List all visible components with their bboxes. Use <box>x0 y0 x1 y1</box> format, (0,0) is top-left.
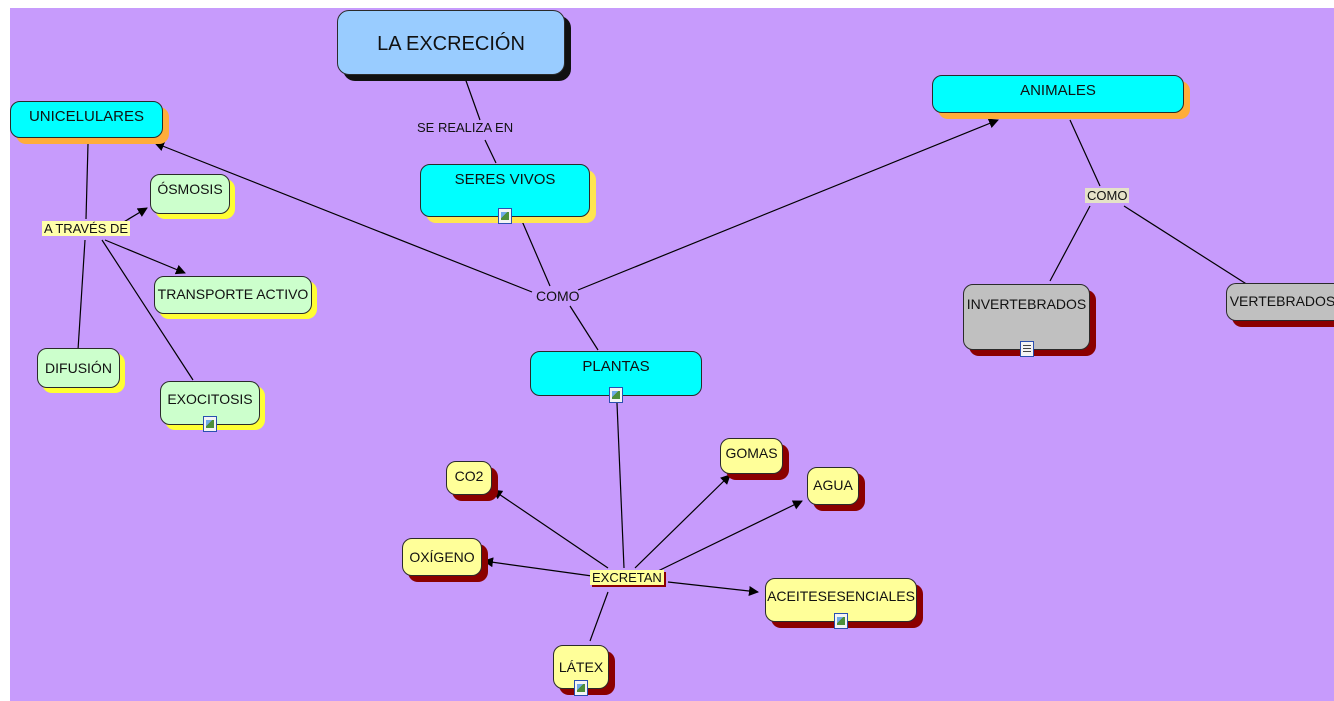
node-gomas[interactable]: GOMAS <box>720 438 783 474</box>
line-excretan-to-co2 <box>492 489 609 569</box>
line-plantas-to-excretan <box>615 379 625 569</box>
image-icon[interactable] <box>574 680 588 696</box>
document-icon[interactable] <box>1019 341 1034 357</box>
node-seres-vivos-label: SERES VIVOS <box>454 171 556 188</box>
line-excretan-to-oxigeno <box>483 557 593 577</box>
link-label-a-traves-de: A TRAVÉS DE <box>42 221 131 236</box>
node-vertebrados-label: VERTEBRADOS <box>1229 293 1334 309</box>
line-title-to-se-realiza <box>464 77 481 121</box>
node-transporte-activo[interactable]: TRANSPORTE ACTIVO <box>154 276 312 314</box>
line-unicelulares-to-a-traves <box>85 143 89 220</box>
line-como-to-unicelulares <box>154 141 533 293</box>
connection-lines <box>77 77 1249 642</box>
node-latex-label: LÁTEX <box>558 659 604 675</box>
link-label-como-animales: COMO <box>1085 188 1130 203</box>
node-animales-label: ANIMALES <box>1020 82 1096 99</box>
line-seres-vivos-to-como <box>521 220 551 287</box>
node-agua-label: AGUA <box>813 477 853 493</box>
node-invertebrados[interactable]: INVERTEBRADOS <box>963 284 1090 357</box>
node-gomas-label: GOMAS <box>725 445 778 461</box>
map-title-node[interactable]: LA EXCRECIÓN <box>337 10 565 75</box>
line-a-traves-to-osmosis <box>121 207 148 224</box>
concept-map-canvas: LA EXCRECIÓN SE REALIZA EN SERES VIVOS C… <box>10 8 1334 701</box>
node-aceites-esenciales[interactable]: ACEITESESENCIALES <box>765 578 917 629</box>
line-excretan-to-agua <box>657 500 803 572</box>
link-label-como-center: COMO <box>536 288 580 304</box>
line-animales-to-como <box>1069 119 1101 187</box>
node-transporte-activo-label: TRANSPORTE ACTIVO <box>157 286 309 302</box>
node-exocitosis[interactable]: EXOCITOSIS <box>160 381 260 432</box>
node-osmosis-label: ÓSMOSIS <box>157 181 223 197</box>
node-aceites-esenciales-label: ACEITESESENCIALES <box>767 588 915 604</box>
line-excretan-to-aceites <box>667 581 759 596</box>
line-como-to-vertebrados <box>1123 205 1249 286</box>
line-se-realiza-to-seres-vivos <box>484 139 497 164</box>
node-unicelulares[interactable]: UNICELULARES <box>10 101 163 138</box>
node-oxigeno-label: OXÍGENO <box>409 549 475 565</box>
image-icon[interactable] <box>609 387 623 403</box>
node-exocitosis-label: EXOCITOSIS <box>167 391 253 407</box>
node-oxigeno[interactable]: OXÍGENO <box>402 538 482 576</box>
node-plantas-label: PLANTAS <box>582 358 650 375</box>
line-como-to-plantas <box>569 305 599 351</box>
line-a-traves-to-difusion <box>77 239 86 351</box>
link-label-se-realiza-en: SE REALIZA EN <box>417 120 514 135</box>
map-title: LA EXCRECIÓN <box>377 33 525 55</box>
node-seres-vivos[interactable]: SERES VIVOS <box>420 164 590 224</box>
link-label-excretan: EXCRETAN <box>590 570 664 585</box>
line-excretan-to-gomas <box>634 474 731 569</box>
node-co2[interactable]: CO2 <box>446 461 492 495</box>
node-difusion[interactable]: DIFUSIÓN <box>37 348 120 388</box>
node-difusion-label: DIFUSIÓN <box>45 360 112 376</box>
node-osmosis[interactable]: ÓSMOSIS <box>150 174 230 214</box>
image-icon[interactable] <box>203 416 217 432</box>
node-animales[interactable]: ANIMALES <box>932 75 1184 113</box>
node-invertebrados-label: INVERTEBRADOS <box>966 296 1087 312</box>
node-vertebrados[interactable]: VERTEBRADOS <box>1226 283 1334 321</box>
node-plantas[interactable]: PLANTAS <box>530 351 702 403</box>
line-a-traves-to-transporte <box>104 239 186 275</box>
node-co2-label: CO2 <box>454 468 484 484</box>
line-como-to-animales <box>577 118 999 291</box>
line-como-to-invertebrados <box>1049 205 1091 282</box>
node-unicelulares-label: UNICELULARES <box>28 108 145 125</box>
line-excretan-to-latex <box>589 591 609 642</box>
node-latex[interactable]: LÁTEX <box>553 645 609 696</box>
line-a-traves-to-exocitosis <box>101 239 194 381</box>
image-icon[interactable] <box>498 208 512 224</box>
node-agua[interactable]: AGUA <box>807 467 859 505</box>
image-icon[interactable] <box>834 613 848 629</box>
